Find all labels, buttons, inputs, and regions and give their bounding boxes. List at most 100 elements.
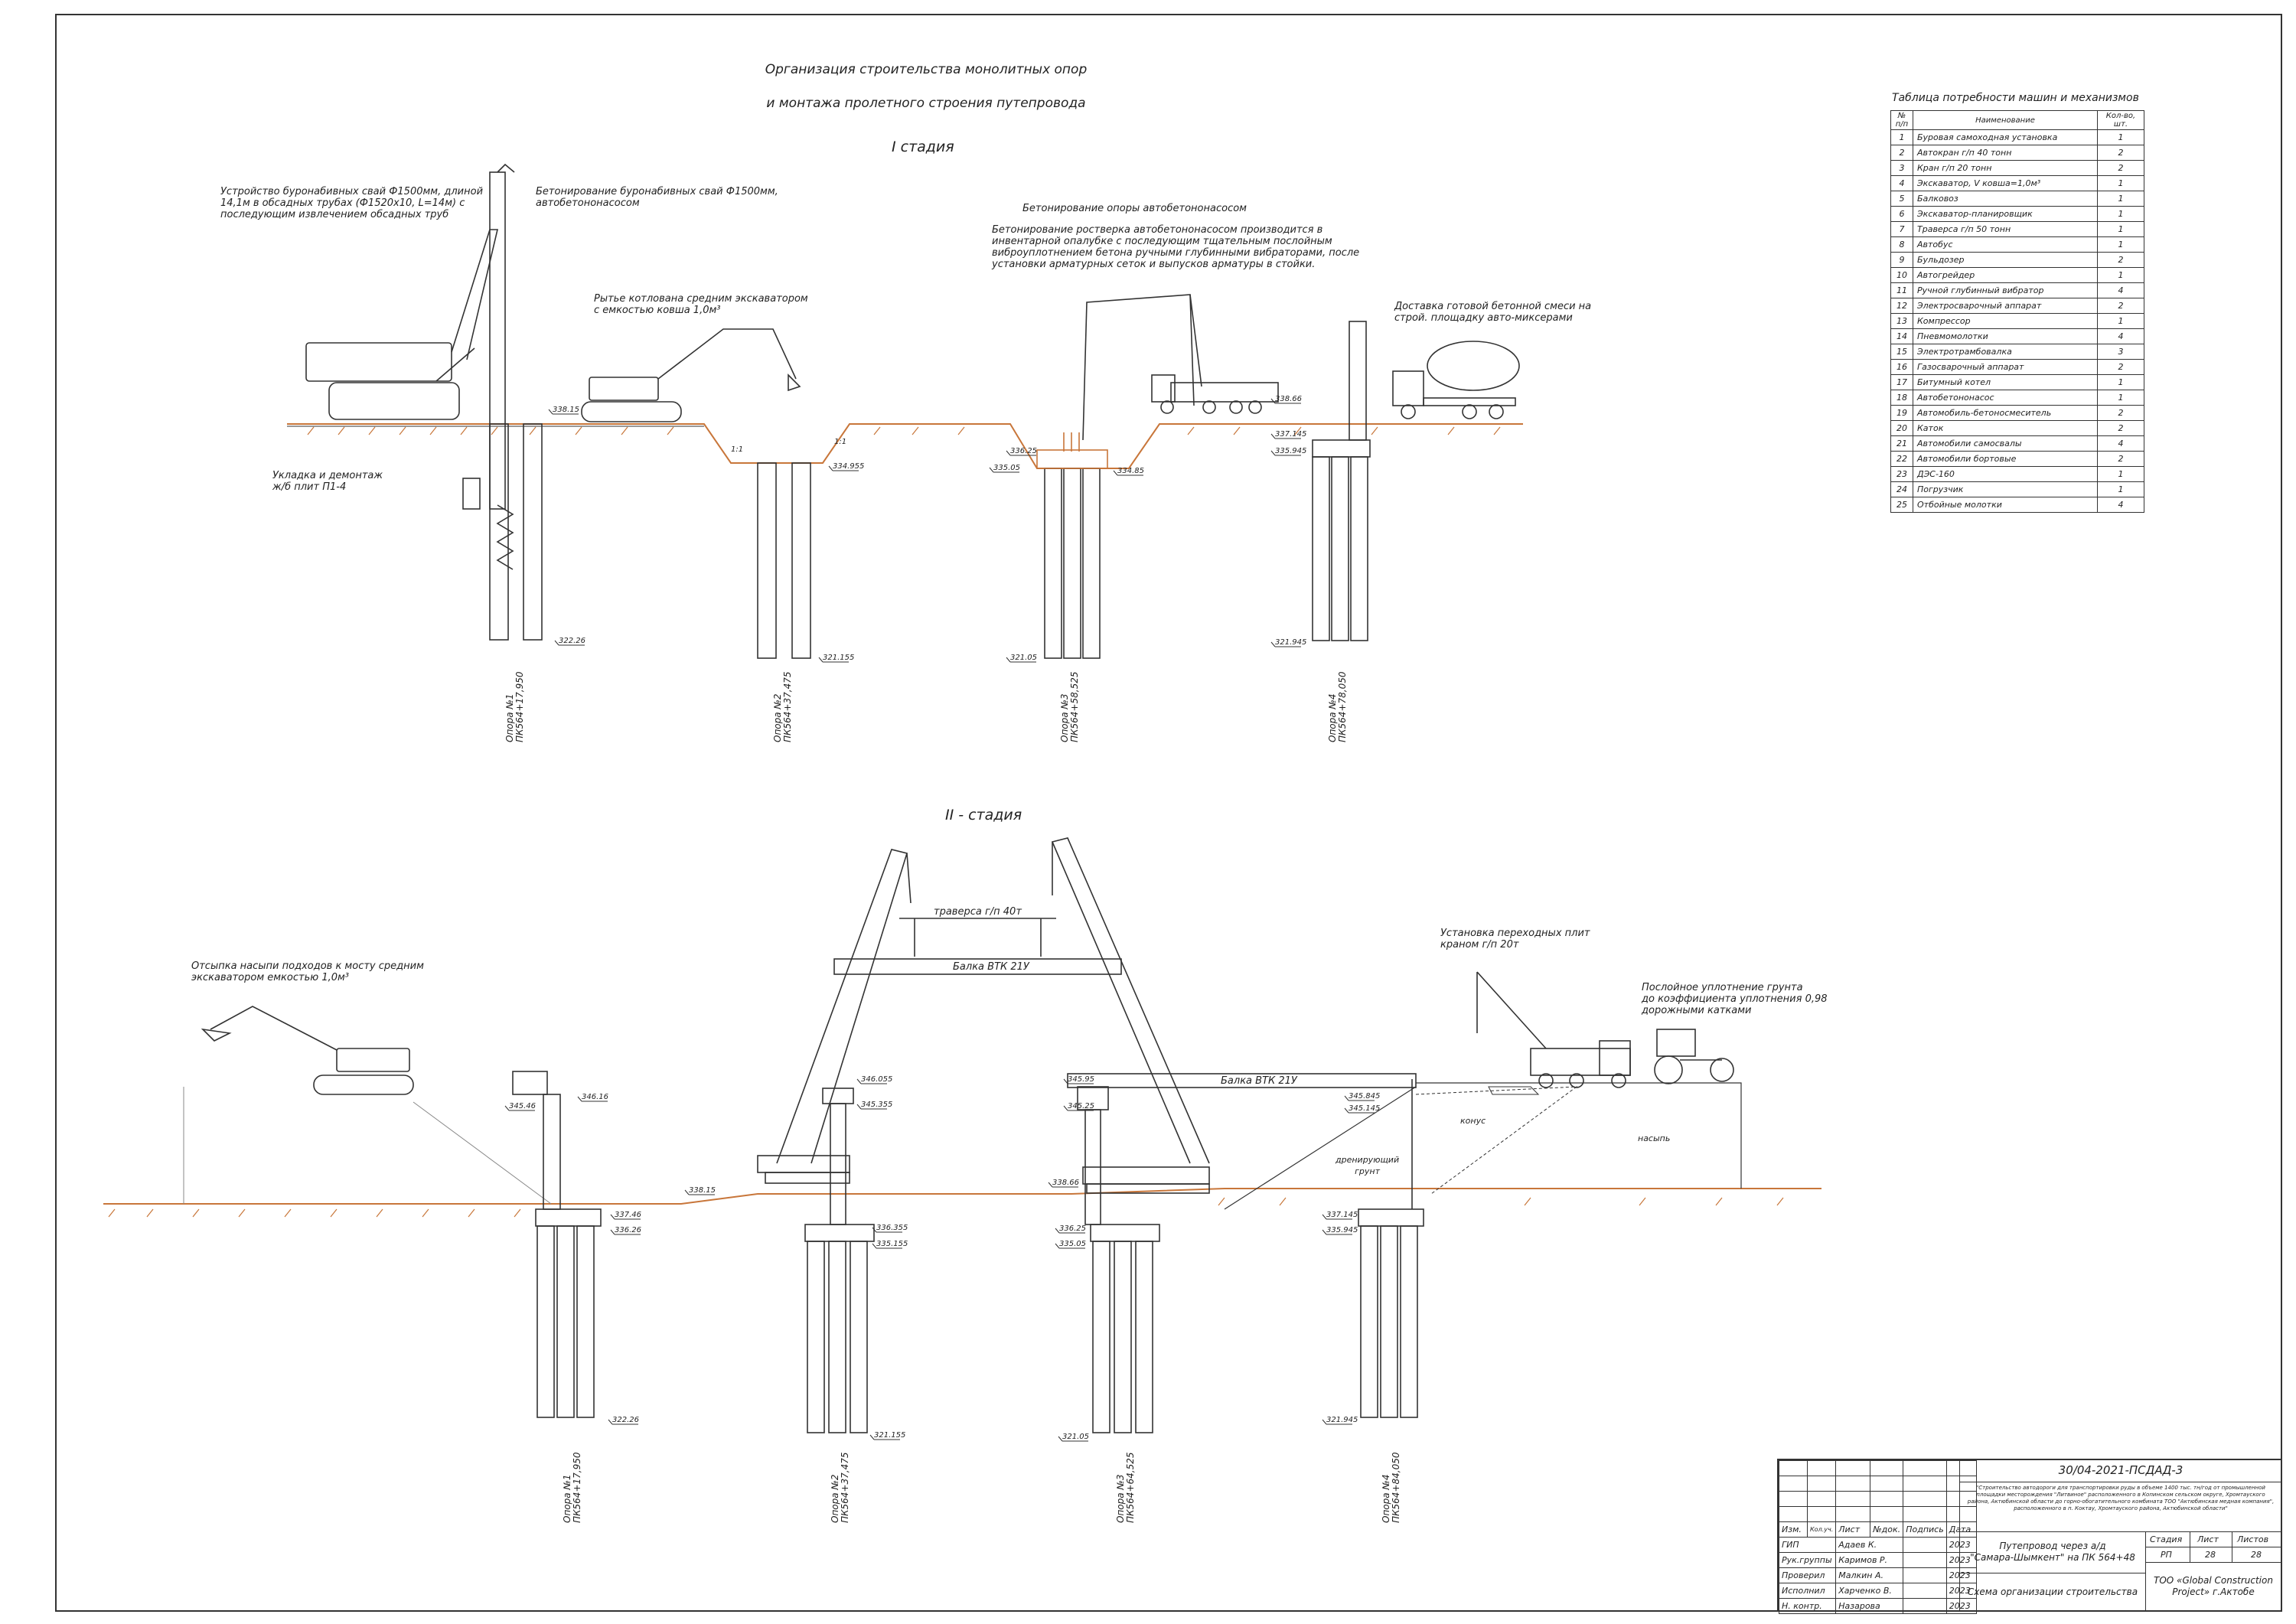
elevation-mark-line — [684, 1189, 715, 1195]
note-compaction: Послойное уплотнение грунта до коэффицие… — [1642, 982, 1828, 1016]
tb-sheets-label: Листов — [2237, 1534, 2269, 1544]
elevation-mark: 337.145 — [1275, 430, 1306, 439]
machine-num: 14 — [1890, 328, 1913, 344]
machine-num: 20 — [1890, 420, 1913, 436]
tb-stage-label: Стадия — [2150, 1534, 2183, 1544]
machine-name: Автобус — [1913, 236, 2098, 253]
note-slabs-install: Установка переходных плит краном г/п 20т — [1440, 928, 1590, 951]
elevation-mark-line — [1270, 433, 1301, 439]
elevation-mark-line — [1270, 450, 1301, 456]
tb-date: 2023 — [1945, 1598, 1977, 1614]
elevation-mark-line — [504, 1105, 535, 1111]
elevation-mark: 338.15 — [689, 1186, 716, 1195]
elevation-mark-line — [1063, 1078, 1094, 1084]
elevation-mark-line — [1344, 1107, 1375, 1114]
elevation-mark-line — [818, 657, 849, 663]
machine-name: Экскаватор-планировщик — [1913, 206, 2098, 222]
beam-top — [833, 958, 1122, 975]
note-beam-deck: Балка ВТК 21У — [1221, 1075, 1297, 1087]
elevation-mark: 334.85 — [1117, 467, 1144, 475]
elevation-mark: 338.66 — [1052, 1179, 1079, 1187]
machine-num: 23 — [1890, 466, 1913, 482]
machine-name: Погрузчик — [1913, 481, 2098, 497]
machines-header-row: № п/п Наименование Кол-во, шт. — [1890, 110, 2144, 130]
machine-num: 1 — [1890, 129, 1913, 145]
machine-name: ДЭС-160 — [1913, 466, 2098, 482]
machine-name: Ручной глубинный вибратор — [1913, 282, 2098, 298]
machine-qty: 2 — [2097, 252, 2144, 268]
elevation-mark: 336.25 — [1059, 1225, 1086, 1233]
piles-s2-support3 — [1077, 1086, 1160, 1433]
machine-qty: 4 — [2097, 328, 2144, 344]
elevation-mark: 334.955 — [833, 462, 864, 471]
elevation-mark-line — [1322, 1214, 1352, 1220]
elevation-mark: 345.46 — [509, 1102, 536, 1110]
machine-num: 7 — [1890, 221, 1913, 237]
machine-name: Балковоз — [1913, 191, 2098, 207]
elevation-mark: 336.26 — [615, 1226, 641, 1234]
elevation-mark: 321.155 — [874, 1431, 905, 1440]
drilling-rig — [305, 163, 515, 570]
machine-num: 5 — [1890, 191, 1913, 207]
machine-name: Буровая самоходная установка — [1913, 129, 2098, 145]
machine-name: Экскаватор, V ковша=1,0м³ — [1913, 175, 2098, 191]
machine-num: 18 — [1890, 390, 1913, 406]
machine-num: 9 — [1890, 252, 1913, 268]
tb-name: Назарова — [1835, 1598, 1904, 1614]
machine-num: 21 — [1890, 435, 1913, 452]
machine-qty: 2 — [2097, 145, 2144, 161]
machine-name: Электросварочный аппарат — [1913, 298, 2098, 314]
piles-s2-support4 — [1358, 1079, 1424, 1418]
piles-support2 — [757, 462, 811, 659]
elevation-mark-line — [828, 465, 859, 471]
s1-support-1: Опора №1 ПК564+17,950 — [504, 671, 525, 743]
elevation-mark: 321.05 — [1062, 1433, 1089, 1441]
machine-name: Автомобили бортовые — [1913, 451, 2098, 467]
machine-num: 13 — [1890, 313, 1913, 329]
tb-object: Путепровод через а/д "Самара-Шымкент" на… — [1970, 1541, 2135, 1563]
elevation-mark-line — [577, 1096, 608, 1102]
machine-qty: 4 — [2097, 282, 2144, 298]
s1-support-4: Опора №4 ПК564+78,050 — [1327, 671, 1348, 743]
elevation-mark-line — [610, 1229, 641, 1235]
machine-name: Бульдозер — [1913, 252, 2098, 268]
note-piles: Устройство буронабивных свай Ф1500мм, дл… — [220, 186, 484, 220]
machine-name: Автомобиль-бетоносмеситель — [1913, 405, 2098, 421]
tb-role: ГИП — [1778, 1537, 1837, 1553]
tb-name: Харченко В. — [1835, 1583, 1904, 1599]
elevation-mark: 345.145 — [1349, 1104, 1380, 1113]
note-concreting-piles: Бетонирование буронабивных свай Ф1500мм,… — [536, 186, 778, 209]
machine-num: 24 — [1890, 481, 1913, 497]
machine-name: Электротрамбовалка — [1913, 344, 2098, 360]
machine-num: 17 — [1890, 374, 1913, 390]
elevation-mark: 338.66 — [1275, 395, 1302, 403]
machine-num: 6 — [1890, 206, 1913, 222]
col-qty: Кол-во, шт. — [2097, 110, 2144, 130]
elevation-mark-line — [1322, 1229, 1352, 1235]
machine-qty: 1 — [2097, 267, 2144, 283]
note-slabs: Укладка и демонтаж ж/б плит П1-4 — [272, 470, 383, 493]
machine-num: 12 — [1890, 298, 1913, 314]
machine-name: Автогрейдер — [1913, 267, 2098, 283]
elevation-mark-line — [1344, 1095, 1375, 1101]
tb-name: Адаев К. — [1835, 1537, 1904, 1553]
machine-num: 4 — [1890, 175, 1913, 191]
tb-role: Исполнил — [1778, 1583, 1837, 1599]
drawing-title: Организация строительства монолитных опо… — [735, 44, 1117, 129]
machine-num: 10 — [1890, 267, 1913, 283]
elevation-mark: 321.05 — [1010, 654, 1037, 662]
machine-num: 22 — [1890, 451, 1913, 467]
